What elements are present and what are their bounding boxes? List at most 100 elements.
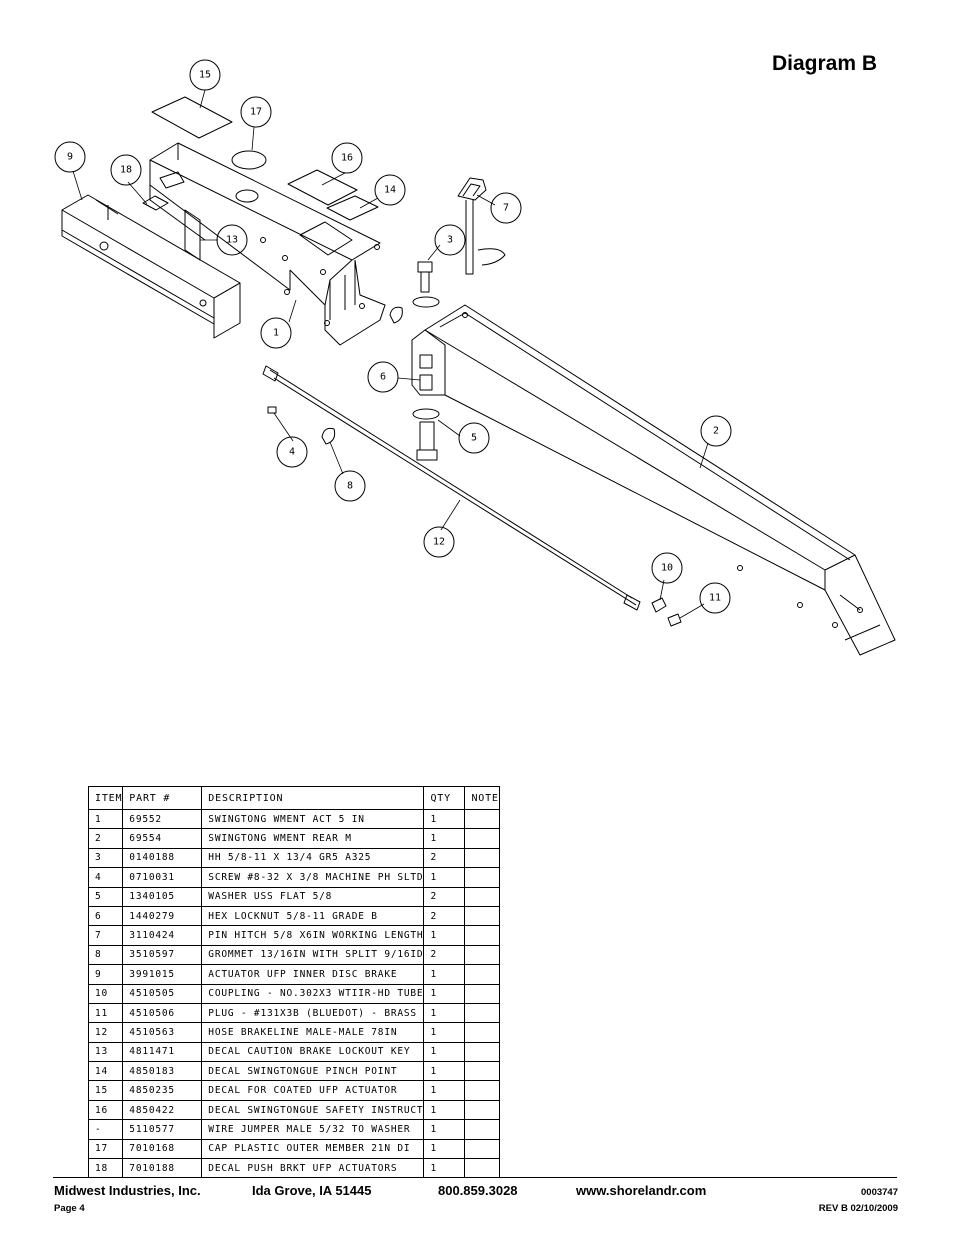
- cell-description: WIRE JUMPER MALE 5/32 TO WASHER: [201, 1119, 425, 1140]
- cell-part-number: 4510505: [122, 983, 203, 1004]
- cell-description: CAP PLASTIC OUTER MEMBER 21N DI: [201, 1138, 425, 1160]
- part-hitch-pin: [457, 177, 506, 275]
- cell-item: 11: [87, 1002, 124, 1024]
- diagram-title: Diagram B: [772, 52, 878, 75]
- cell-description: WASHER USS FLAT 5/8: [201, 886, 425, 907]
- cell-part-number: 4811471: [122, 1041, 203, 1063]
- cell-note: [464, 1041, 500, 1063]
- cell-note: [464, 1022, 500, 1043]
- callout-5: 5: [471, 433, 477, 444]
- callout-7: 7: [503, 203, 509, 214]
- cell-note: [464, 1099, 500, 1121]
- callout-15: 15: [199, 70, 211, 81]
- cell-description: DECAL FOR COATED UFP ACTUATOR: [201, 1080, 425, 1101]
- cell-note: [464, 1002, 500, 1024]
- cell-qty: 1: [423, 808, 466, 830]
- cell-item: 9: [87, 964, 124, 985]
- cell-description: GROMMET 13/16IN WITH SPLIT 9/16ID: [201, 944, 425, 966]
- cell-qty: 1: [423, 983, 466, 1004]
- cell-part-number: 7010168: [122, 1138, 203, 1160]
- screw-4: [267, 406, 277, 414]
- cell-qty: 1: [423, 1099, 466, 1121]
- cell-description: SWINGTONG WMENT ACT 5 IN: [201, 808, 425, 830]
- cell-part-number: 4510563: [122, 1022, 203, 1043]
- grommet-lower: [321, 427, 336, 445]
- part-swingtongue-actuator: [149, 142, 386, 346]
- cell-description: ACTUATOR UFP INNER DISC BRAKE: [201, 964, 425, 985]
- cell-qty: 1: [423, 1061, 466, 1082]
- footer-website: www.shorelandr.com: [576, 1183, 707, 1198]
- callout-10: 10: [661, 563, 673, 574]
- header-qty: QTY: [423, 786, 466, 810]
- cell-qty: 1: [423, 964, 466, 985]
- cell-note: [464, 1138, 500, 1160]
- cell-description: HEX LOCKNUT 5/8-11 GRADE B: [201, 905, 425, 927]
- cell-qty: 1: [423, 1119, 466, 1140]
- cell-item: 7: [87, 925, 124, 946]
- cell-part-number: 69552: [122, 808, 203, 830]
- cell-note: [464, 944, 500, 966]
- cell-item: 15: [87, 1080, 124, 1101]
- cell-qty: 1: [423, 1022, 466, 1043]
- cell-part-number: 4850183: [122, 1061, 203, 1082]
- cell-part-number: 1340105: [122, 886, 203, 907]
- washer-lower: [412, 408, 440, 420]
- decal-14: [326, 195, 379, 221]
- callout-17: 17: [250, 107, 262, 118]
- table-header-row: ITEM PART # DESCRIPTION QTY NOTE: [87, 786, 500, 810]
- cell-part-number: 4850235: [122, 1080, 203, 1101]
- cell-item: 14: [87, 1061, 124, 1082]
- callout-8: 8: [347, 481, 353, 492]
- cell-part-number: 1440279: [122, 905, 203, 927]
- cell-part-number: 4510506: [122, 1002, 203, 1024]
- cell-note: [464, 886, 500, 907]
- cell-qty: 2: [423, 905, 466, 927]
- footer-rule: [53, 1177, 897, 1178]
- cell-item: 5: [87, 886, 124, 907]
- header-note: NOTE: [464, 786, 500, 810]
- footer-doc-number: 0003747: [861, 1187, 898, 1198]
- cell-item: 4: [87, 867, 124, 888]
- cell-item: 3: [87, 847, 124, 869]
- cell-description: HOSE BRAKELINE MALE-MALE 78IN: [201, 1022, 425, 1043]
- footer-page-number: Page 4: [54, 1203, 85, 1214]
- cell-part-number: 0140188: [122, 847, 203, 869]
- header-item: ITEM: [87, 786, 124, 810]
- cell-note: [464, 964, 500, 985]
- cell-note: [464, 983, 500, 1004]
- cell-description: PIN HITCH 5/8 X6IN WORKING LENGTH: [201, 925, 425, 946]
- cell-note: [464, 925, 500, 946]
- cell-qty: 1: [423, 1002, 466, 1024]
- decal-18: [142, 195, 169, 211]
- cell-part-number: 69554: [122, 828, 203, 849]
- callout-9: 9: [67, 152, 73, 163]
- cell-item: 2: [87, 828, 124, 849]
- callout-1: 1: [273, 328, 279, 339]
- cell-item: 8: [87, 944, 124, 966]
- part-swingtongue-rear: [411, 304, 896, 656]
- cell-description: HH 5/8-11 X 13/4 GR5 A325: [201, 847, 425, 869]
- callout-14: 14: [384, 185, 396, 196]
- callout-12: 12: [433, 537, 445, 548]
- cell-qty: 1: [423, 828, 466, 849]
- cell-item: 17: [87, 1138, 124, 1160]
- cell-item: 10: [87, 983, 124, 1004]
- header-description: DESCRIPTION: [201, 786, 425, 810]
- cell-note: [464, 1119, 500, 1140]
- coupling-10: [651, 597, 667, 613]
- footer-revision: REV B 02/10/2009: [818, 1203, 898, 1214]
